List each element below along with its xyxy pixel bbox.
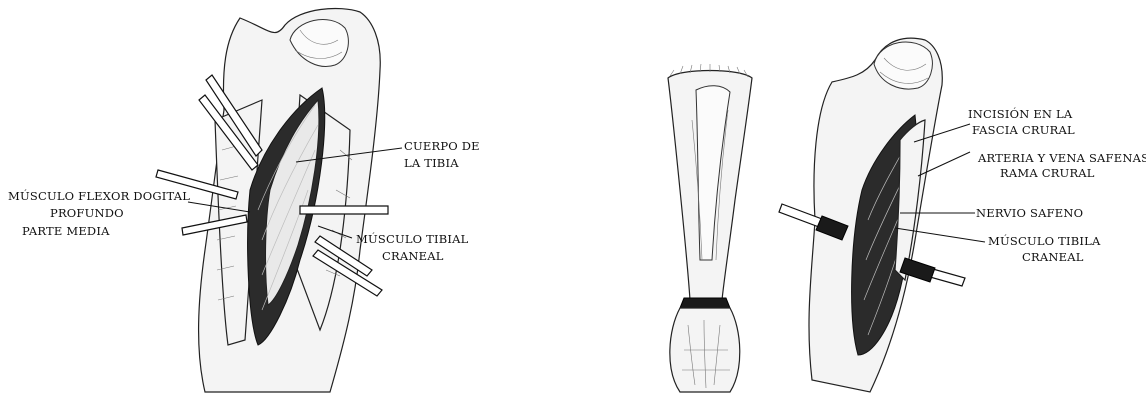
label-nervio-safeno: NERVIO SAFENO (976, 206, 1083, 220)
label-craneal-left: CRANEAL (382, 249, 444, 263)
label-musculo-tibial: MÚSCULO TIBIAL (356, 232, 469, 246)
label-arteria-vena-safenas: ARTERIA Y VENA SAFENAS (977, 151, 1146, 165)
label-musculo-tibila: MÚSCULO TIBILA (988, 234, 1101, 248)
label-craneal-right: CRANEAL (1022, 250, 1084, 264)
left-leg-drawing (156, 8, 388, 392)
label-profundo: PROFUNDO (50, 206, 124, 220)
label-fascia-crural: FASCIA CRURAL (972, 123, 1075, 137)
label-incision-en-la: INCISIÓN EN LA (968, 107, 1073, 121)
label-musculo-flexor-digital: MÚSCULO FLEXOR DOGITAL (8, 189, 190, 203)
lower-leg-paw-drawing (668, 64, 752, 392)
label-parte-media: PARTE MEDIA (22, 224, 110, 238)
label-rama-crural: RAMA CRURAL (1000, 166, 1095, 180)
right-leg-drawing (779, 38, 965, 392)
label-cuerpo-de: CUERPO DE (404, 139, 480, 153)
right-labels: INCISIÓN EN LA FASCIA CRURAL ARTERIA Y V… (968, 107, 1146, 264)
label-la-tibia: LA TIBIA (404, 156, 459, 170)
